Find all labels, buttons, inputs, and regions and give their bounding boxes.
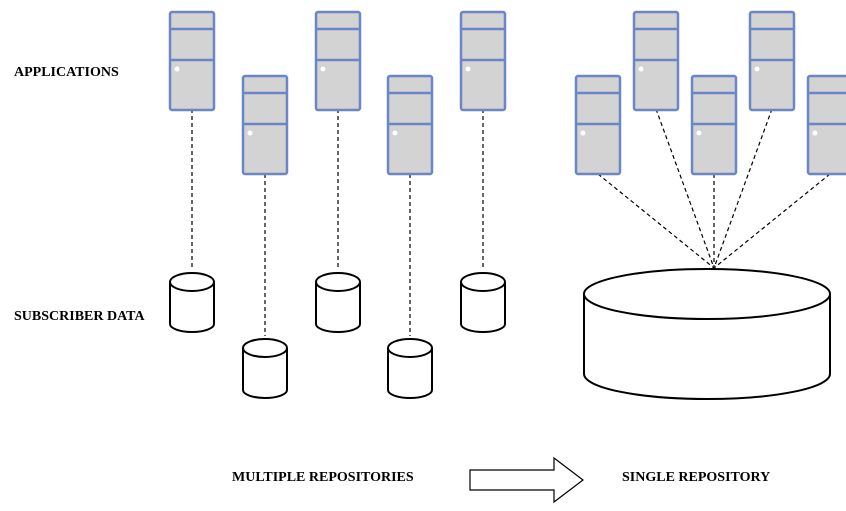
connector-line	[597, 173, 715, 269]
database-cylinder-icon	[460, 272, 506, 333]
server-icon	[632, 10, 680, 112]
database-cylinder-icon	[387, 338, 433, 399]
server-icon	[748, 10, 796, 112]
connector-line	[713, 173, 831, 269]
server-icon	[574, 74, 622, 176]
database-cylinder-icon	[315, 272, 361, 333]
server-icon	[386, 74, 434, 176]
multiple-repositories-label: MULTIPLE REPOSITORIES	[232, 470, 414, 485]
database-cylinder-icon	[242, 338, 288, 399]
server-icon	[314, 10, 362, 112]
applications-label: APPLICATIONS	[14, 65, 119, 80]
connector-line	[655, 108, 715, 269]
server-icon	[459, 10, 507, 112]
server-icon	[168, 10, 216, 112]
server-icon	[241, 74, 289, 176]
single-database-cylinder-icon	[583, 268, 831, 400]
left-connectors	[191, 109, 484, 336]
server-icon	[690, 74, 738, 176]
single-repository-label: SINGLE REPOSITORY	[622, 470, 771, 485]
subscriber-data-label: SUBSCRIBER DATA	[14, 309, 145, 324]
database-cylinder-icon	[169, 272, 215, 333]
right-connectors	[597, 108, 831, 269]
right-arrow-icon	[469, 456, 584, 504]
server-icon	[806, 74, 846, 176]
connector-line	[713, 108, 773, 269]
